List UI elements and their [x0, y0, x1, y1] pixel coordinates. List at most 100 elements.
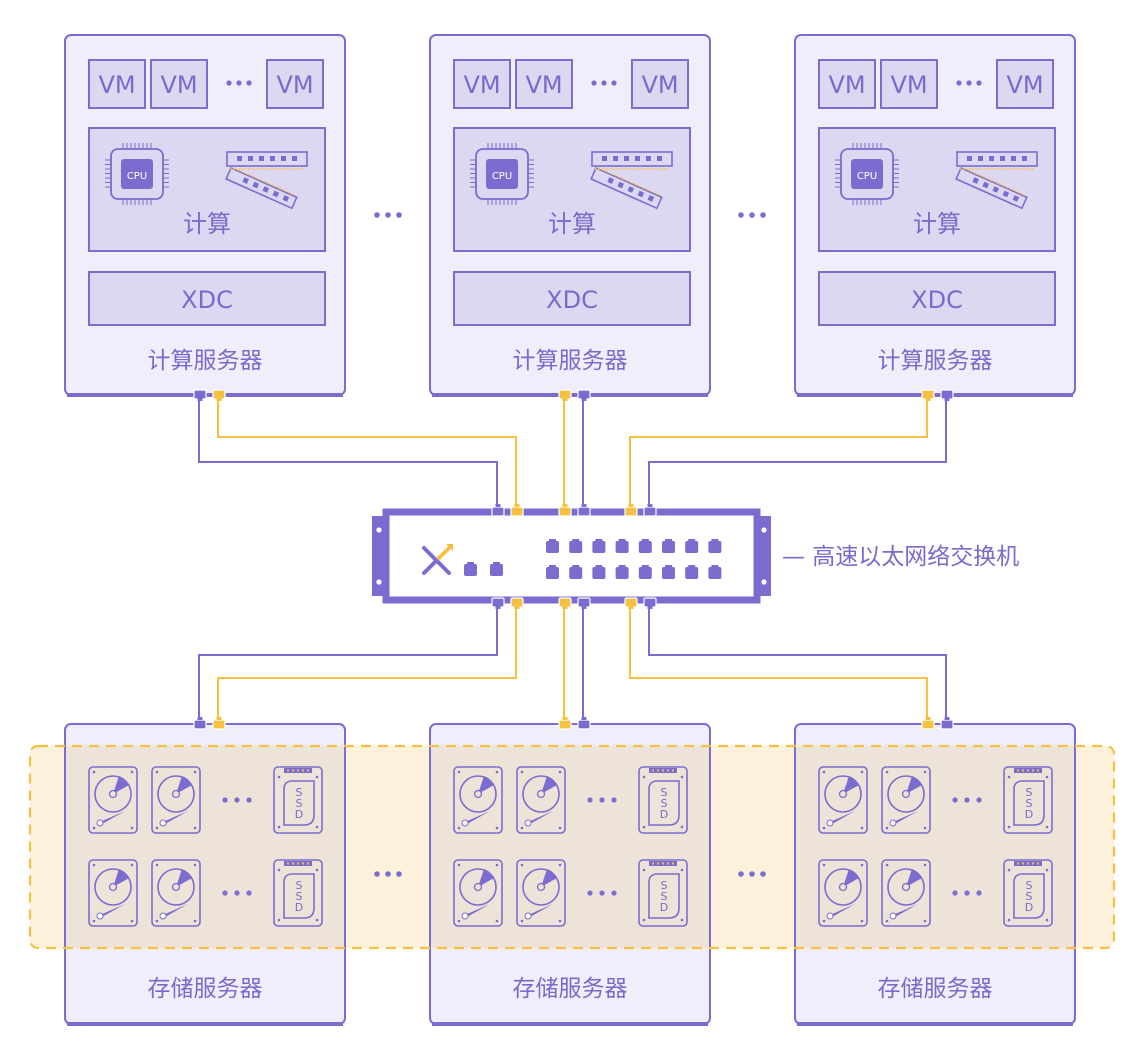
hdd-platter [887, 868, 925, 906]
hdd-sector [113, 869, 129, 887]
ram-board [226, 151, 308, 167]
vm-box: VM [996, 59, 1054, 109]
ssd-case [273, 766, 323, 834]
cpu-label: CPU [492, 171, 512, 182]
jack-body [685, 541, 699, 553]
port-body [491, 506, 505, 517]
vm-box-frame [453, 59, 511, 109]
port-body [558, 597, 572, 608]
hdd-icon [453, 859, 503, 927]
hdd-spindle [536, 789, 546, 799]
compute-label: 计算 [183, 210, 231, 238]
xdc-label: XDC [546, 286, 598, 314]
hdd-screw [923, 863, 927, 867]
hdd-spindle [171, 789, 181, 799]
vm-box: VM [453, 59, 511, 109]
hdd-arm [830, 811, 855, 824]
drive-ellipsis-dot [222, 890, 228, 896]
hdd-platter [887, 775, 925, 813]
ssd-pin [297, 769, 299, 772]
ram-chip [237, 156, 242, 161]
hdd-sector [478, 869, 494, 887]
hdd-case [151, 859, 201, 927]
ram-chip [624, 156, 629, 161]
hdd-platter [157, 868, 195, 906]
storage-pool-overlay [431, 746, 709, 948]
drive-ellipsis-dot [976, 890, 982, 896]
jack-tab [665, 565, 672, 568]
port-body [212, 719, 226, 730]
jack-body [569, 567, 583, 579]
hdd-sector [541, 869, 557, 887]
ssd-pin [657, 862, 659, 865]
cable-compute3-yellow [629, 397, 928, 510]
hdd-arm-pivot [524, 912, 532, 920]
xdc-label: XDC [181, 286, 233, 314]
switch-jack [464, 562, 477, 576]
ssd-icon: SSD [1003, 766, 1053, 834]
vm-box-frame [996, 59, 1054, 109]
ssd-letter: S [661, 879, 668, 892]
xdc-panel: XDC [818, 271, 1056, 326]
ssd-screw [277, 825, 281, 829]
port-body [558, 389, 572, 400]
port-tab [562, 717, 568, 720]
hdd-screw [558, 826, 562, 830]
ssd-screw [642, 918, 646, 922]
port-tab [628, 606, 634, 609]
hdd-screw [520, 770, 524, 774]
jack-body [490, 564, 503, 576]
cpu-icon: CPU [105, 143, 169, 205]
vm-label: VM [276, 71, 313, 99]
port-tab [562, 504, 568, 507]
vm-box: VM [150, 59, 208, 109]
ssd-pin [652, 862, 654, 865]
compute-server-title: 计算服务器 [878, 348, 993, 374]
ssd-pin [307, 769, 309, 772]
drive-ellipsis-dot [587, 890, 593, 896]
ram-chip [281, 156, 286, 161]
ssd-letter: S [296, 890, 303, 903]
network-port [558, 597, 572, 609]
ssd-letter: D [660, 901, 668, 914]
mount-hole [376, 527, 382, 533]
hdd-spindle [473, 882, 483, 892]
ssd-screw [642, 775, 646, 779]
hdd-arm [830, 904, 855, 917]
hdd-screw [495, 770, 499, 774]
vm-label: VM [641, 71, 678, 99]
ssd-icon: SSD [273, 766, 323, 834]
port-tab [495, 606, 501, 609]
ram-chip [972, 177, 979, 184]
ssd-letter: S [296, 797, 303, 810]
ssd-pin [287, 769, 289, 772]
ellipsis-dot [749, 871, 755, 877]
vm-ellipsis-dot [601, 80, 607, 86]
jack-tab [467, 562, 474, 565]
cable-storage3-purple [648, 602, 947, 722]
hdd-case [516, 859, 566, 927]
vm-label: VM [98, 71, 135, 99]
switch-jack [615, 539, 629, 553]
hdd-screw [495, 826, 499, 830]
jack-body [615, 541, 629, 553]
network-port [193, 389, 207, 401]
ssd-case [1003, 766, 1053, 834]
vm-box-frame [88, 59, 146, 109]
vm-box-frame [818, 59, 876, 109]
hdd-screw [130, 770, 134, 774]
port-tab [581, 504, 587, 507]
hdd-sector [906, 869, 922, 887]
vm-ellipsis-dot [591, 80, 597, 86]
ram-icon [225, 151, 308, 210]
switch-jack [685, 565, 699, 579]
port-tab [944, 398, 950, 401]
network-port [643, 597, 657, 609]
hdd-spindle [536, 882, 546, 892]
jack-tab [688, 565, 696, 568]
jack-body [592, 567, 606, 579]
switch-jack [592, 565, 606, 579]
jack-body [638, 541, 652, 553]
ram-chip [602, 156, 607, 161]
